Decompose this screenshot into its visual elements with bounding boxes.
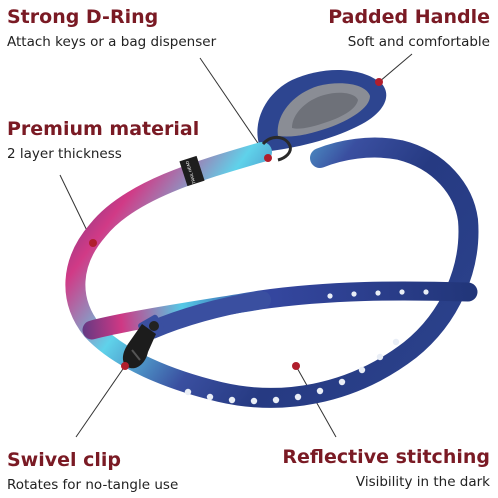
feature-description: Attach keys or a bag dispenser bbox=[7, 34, 217, 50]
callout-dot-swivel bbox=[121, 362, 129, 370]
swivel-clip bbox=[122, 314, 164, 369]
handle-padding-inner bbox=[292, 92, 358, 129]
callout-dot-reflective bbox=[292, 362, 300, 370]
feature-title: Padded Handle bbox=[328, 6, 490, 28]
reflective-mark bbox=[228, 396, 236, 404]
reflective-mark bbox=[399, 289, 405, 295]
reflective-mark bbox=[392, 338, 400, 346]
reflective-mark bbox=[272, 396, 280, 404]
feature-swivel-clip: Swivel clip Rotates for no-tangle use bbox=[7, 449, 178, 494]
reflective-mark bbox=[206, 393, 214, 401]
clip-body bbox=[122, 324, 156, 369]
clip-swivel bbox=[149, 321, 159, 331]
reflective-mark bbox=[351, 291, 357, 297]
reflective-mark bbox=[327, 293, 333, 299]
feature-description: Soft and comfortable bbox=[347, 34, 490, 50]
reflective-mark bbox=[316, 387, 324, 395]
feature-title: Reflective stitching bbox=[282, 446, 490, 468]
reflective-mark bbox=[294, 393, 302, 401]
callout-dot-d-ring bbox=[264, 154, 272, 162]
feature-title: Premium material bbox=[7, 118, 200, 140]
reflective-mark bbox=[375, 290, 381, 296]
d-ring bbox=[261, 136, 292, 162]
callout-line-d-ring bbox=[199, 57, 269, 159]
callout-line-swivel bbox=[75, 365, 126, 438]
feature-description: Rotates for no-tangle use bbox=[7, 477, 179, 493]
feature-strong-d-ring: Strong D-Ring Attach keys or a bag dispe… bbox=[7, 6, 216, 51]
feature-title: Swivel clip bbox=[7, 449, 122, 471]
d-ring-metal bbox=[261, 136, 292, 162]
leash-strap-clip-segment bbox=[143, 291, 271, 339]
padded-handle bbox=[257, 69, 387, 152]
feature-description: Visibility in the dark bbox=[355, 474, 490, 490]
reflective-mark bbox=[376, 353, 384, 361]
callout-dots bbox=[89, 78, 383, 370]
leash-strap-upper bbox=[65, 137, 479, 408]
feature-padded-handle: Padded Handle Soft and comfortable bbox=[328, 6, 490, 51]
reflective-stitching bbox=[184, 289, 429, 405]
reflective-mark bbox=[184, 388, 192, 396]
callout-line-handle bbox=[378, 53, 413, 83]
brand-tag: TRAIL HEAD bbox=[179, 155, 205, 187]
callout-dot-material bbox=[89, 239, 97, 247]
feature-premium-material: Premium material 2 layer thickness bbox=[7, 118, 199, 163]
reflective-mark bbox=[423, 289, 429, 295]
feature-reflective-stitching: Reflective stitching Visibility in the d… bbox=[282, 446, 490, 491]
reflective-mark bbox=[338, 378, 346, 386]
callout-dot-handle bbox=[375, 78, 383, 86]
clip-gate bbox=[131, 349, 141, 361]
reflective-mark bbox=[250, 397, 258, 405]
reflective-mark bbox=[358, 366, 366, 374]
feature-title: Strong D-Ring bbox=[7, 6, 159, 28]
feature-description: 2 layer thickness bbox=[7, 146, 122, 162]
